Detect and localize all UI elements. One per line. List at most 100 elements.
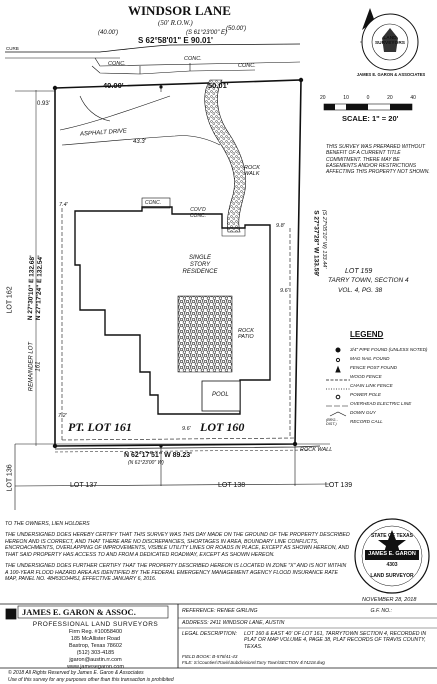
conc-left-label: CONC.: [108, 61, 126, 67]
legend-item: 3/4" PIPE FOUND (UNLESS NOTED): [350, 347, 428, 352]
address-value: 2411 WINDSOR LANE, AUSTIN: [209, 619, 285, 626]
lot-162-label: LOT 162: [6, 286, 14, 314]
legend-item: OVERHEAD ELECTRIC LINE: [350, 401, 412, 406]
dim-7-2: 7.2': [58, 413, 67, 419]
legend-item: FENCE POST FOUND: [350, 365, 397, 370]
scale-tick: 40: [410, 95, 416, 101]
vol-label: VOL. 4, PG. 38: [338, 287, 383, 294]
legend-list: 3/4" PIPE FOUND (UNLESS NOTED) MAG NAIL …: [326, 345, 434, 426]
cert-paragraph-1: THE UNDERSIGNED DOES HEREBY CERTIFY THAT…: [5, 531, 350, 558]
legend-item: WOOD FENCE: [350, 374, 382, 379]
scale-label: SCALE: 1" = 20': [342, 114, 399, 123]
conc-right-label: CONC.: [238, 63, 256, 69]
scale-ticks: 20 10 0 20 40: [320, 96, 416, 101]
residence-footprint: [74, 206, 271, 415]
asphalt-drive: [59, 95, 221, 146]
field-book: FIELD BOOK: B-578/41-43: [182, 653, 238, 659]
firm-address: 185 McAllister Road: [70, 636, 121, 642]
scale-tick: 0: [366, 95, 370, 101]
cert-date: NOVEMBER 28, 2018: [362, 597, 417, 603]
east-boundary-call-b: (S 27°05'10" W) 133.44': [320, 209, 327, 269]
east-boundary-call-a: S 27°37'28" W 133.59': [312, 210, 320, 277]
footer-copyright: © 2018 All Rights Reserved by James E. G…: [8, 670, 144, 676]
firm-reg: Firm Reg. #10058400: [68, 629, 123, 636]
legend-item: CHAIN LINK FENCE: [350, 383, 393, 388]
dim-7-4: 7.4': [59, 202, 68, 208]
firm-phone: (512) 303-4185: [76, 649, 115, 656]
covd-conc-label: COV'D CONC.: [189, 207, 207, 219]
top-center-call: (S 61°23'00" E): [186, 30, 228, 36]
lot-137-label: LOT 137: [70, 482, 98, 489]
street-curb: [5, 43, 301, 59]
firm-seal-top: [361, 13, 419, 71]
drive-dim: 43.3': [133, 139, 146, 145]
top-right-dim: (50.00'): [226, 26, 247, 32]
legend-item: POWER POLE: [350, 392, 381, 397]
legend-item: DOWN GUY: [350, 410, 376, 415]
legend-item: MAG NAIL FOUND: [350, 356, 390, 361]
rock-patio-label: ROCK PATIO: [238, 328, 254, 341]
dim-9-6a: 9.6': [280, 288, 289, 294]
seal-number: 4303: [386, 562, 398, 568]
firm-email: jgaron@austin.rr.com: [69, 656, 122, 663]
tarry-town-label: TARRY TOWN, SECTION 4: [328, 277, 409, 284]
remainder-lot-161-label: REMAINDER LOT 161: [28, 341, 41, 392]
front-boundary-call: S 62°58'01" E 90.01': [138, 36, 213, 45]
lot-136-label: LOT 136: [6, 464, 14, 492]
info-block: REFERENCE: RENEE GIRLING G.F. NO.: ADDRE…: [182, 608, 432, 665]
dim-9-6b: 9.6': [182, 426, 191, 432]
firm-city: Bastrop, Texas 78602: [68, 642, 123, 649]
firm-sub: PROFESSIONAL LAND SURVEYORS: [32, 621, 159, 628]
pool-label: POOL: [212, 392, 229, 398]
legal-label: LEGAL DESCRIPTION:: [182, 630, 237, 637]
lot-139-label: LOT 139: [325, 482, 353, 489]
cert-to: TO THE OWNERS, LIEN HOLDERS: [5, 521, 90, 527]
address-label: ADDRESS:: [182, 619, 209, 626]
conc-porch-label: CONC.: [145, 200, 162, 206]
reference-label: REFERENCE:: [182, 608, 216, 614]
covered-concrete: [221, 227, 246, 237]
certification-block: TO THE OWNERS, LIEN HOLDERS THE UNDERSIG…: [5, 521, 350, 587]
legend-item: (BRG.-DIST.)RECORD CALL: [326, 417, 383, 426]
scale-bar: [323, 103, 413, 111]
dim-9-8: 9.8': [276, 223, 285, 229]
rear-boundary-record: (N 61°23'00" W): [128, 460, 164, 466]
street-row: (50' R.O.W.): [158, 19, 193, 27]
front-left-dim: 40.00': [103, 81, 124, 90]
curb-label: CURB: [6, 46, 19, 51]
legal-value: LOT 160 & EAST 40' OF LOT 161, TARRYTOWN…: [244, 630, 427, 651]
reference-value: RENEE GIRLING: [216, 608, 258, 614]
title-block-frame: [0, 603, 437, 669]
firm-name: JAMES E. GARON & ASSOC.: [22, 607, 136, 617]
lot-159-label: LOT 159: [345, 268, 373, 275]
lot-160-label: LOT 160: [200, 420, 245, 434]
fence-lines: [61, 208, 296, 441]
legend-symbols: [326, 347, 350, 417]
legend-title: LEGEND: [350, 330, 384, 339]
file-path: FILE: S:\Counties\Travis\Subdivisions\Ta…: [182, 659, 325, 665]
scale-tick: 10: [343, 95, 349, 101]
front-right-dim: 50.01': [208, 81, 229, 90]
footer-use: Use of this survey for any purposes othe…: [8, 677, 174, 683]
scale-tick: 20: [320, 95, 326, 101]
survey-note: THIS SURVEY WAS PREPARED WITHOUT BENEFIT…: [326, 144, 430, 175]
concrete-pad: [141, 197, 171, 209]
pool: [201, 380, 241, 412]
scale-tick: 20: [387, 95, 393, 101]
gf-label: G.F. NO.:: [370, 608, 392, 614]
top-left-dim: (40.00'): [98, 30, 119, 36]
surveyor-seal: [354, 518, 430, 594]
rock-walk: [204, 79, 247, 233]
conc-mid-label: CONC.: [184, 56, 202, 62]
seal-top-name: JAMES E. GARON & ASSOCIATES: [356, 72, 426, 77]
seal-name: JAMES E. GARON: [368, 551, 416, 557]
rock-patio: [177, 295, 233, 373]
cert-paragraph-2: THE UNDERSIGNED DOES FURTHER CERTIFY THA…: [5, 562, 347, 583]
pt-lot-161-label: PT. LOT 161: [68, 420, 132, 434]
firm-details: PROFESSIONAL LAND SURVEYORS Firm Reg. #1…: [18, 621, 173, 670]
seal-role: LAND SURVEYOR: [370, 573, 414, 579]
firm-web: www.jamesegaron.com: [67, 663, 124, 670]
rock-walk-label: ROCK WALK: [244, 165, 260, 178]
rock-wall-label: ROCK WALL: [300, 447, 333, 453]
lot-138-label: LOT 138: [218, 482, 246, 489]
